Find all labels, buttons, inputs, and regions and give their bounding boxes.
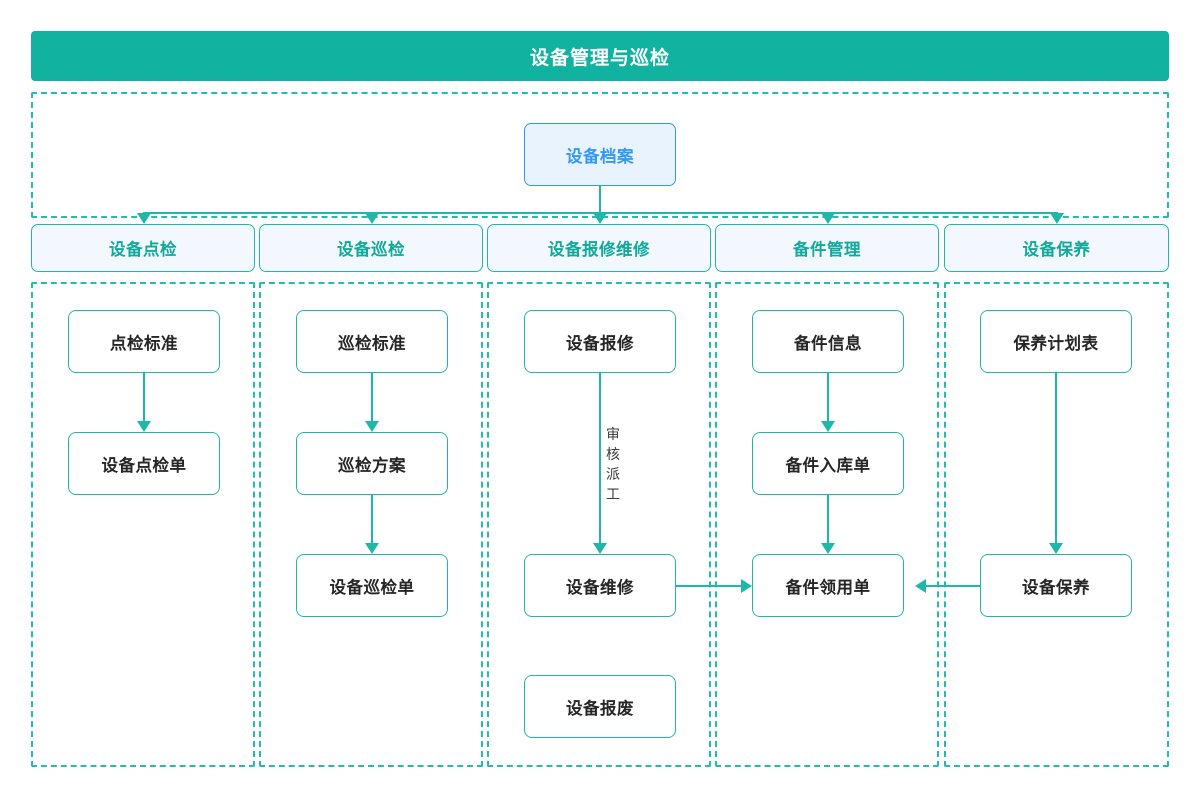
arrowhead-c4-n2 [821,421,835,432]
node-spare-part-requisition[interactable]: 备件领用单 [752,554,904,617]
column-header-label: 设备点检 [109,241,177,259]
column-header-label: 设备保养 [1022,241,1091,259]
node-label: 设备报修 [566,334,634,353]
node-patrol-standard[interactable]: 巡检标准 [296,310,448,373]
arrowhead-c2-n3 [365,543,379,554]
column-header-label: 设备巡检 [337,241,405,259]
arrowhead-c5-n2 [1049,543,1063,554]
arrowhead-requisition-left [741,579,752,593]
column-header-repair[interactable]: 设备报修维修 [487,224,711,272]
arrowhead-c3-n2 [593,543,607,554]
arrowhead-c2-n2 [365,421,379,432]
connector-maintenance-to-requisition [926,585,980,587]
page-title: 设备管理与巡检 [529,47,670,69]
node-label: 保养计划表 [1013,334,1099,353]
column-container-maintenance [944,282,1169,767]
column-container-repair [487,282,711,767]
node-patrol-order[interactable]: 设备巡检单 [296,554,448,617]
column-container-inspection-check [31,282,255,767]
node-label: 备件入库单 [785,456,871,475]
connector-root-stem [599,186,601,213]
node-equipment-repair[interactable]: 设备维修 [524,554,676,617]
connector-c4-n2-n3 [827,495,829,543]
edge-label-review-dispatch: 审 核 派 工 [605,425,621,505]
edge-label-char: 工 [606,485,620,502]
node-label: 点检标准 [110,334,178,353]
arrowhead-col5 [1050,213,1064,224]
edge-label-char: 审 [606,426,620,442]
diagram-title-bar: 设备管理与巡检 [31,31,1169,81]
column-header-inspection-check[interactable]: 设备点检 [31,224,255,272]
connector-c2-n2-n3 [371,495,373,543]
column-container-patrol [259,282,483,767]
column-header-spare-parts[interactable]: 备件管理 [715,224,939,272]
node-label: 巡检标准 [338,334,406,353]
node-check-standard[interactable]: 点检标准 [68,310,220,373]
node-repair-request[interactable]: 设备报修 [524,310,676,373]
column-header-patrol[interactable]: 设备巡检 [259,224,483,272]
connector-c3-n1-n2 [599,373,601,543]
arrowhead-requisition-right [915,579,926,593]
node-label: 设备维修 [566,578,634,597]
edge-label-char: 核 [606,445,620,462]
node-patrol-plan[interactable]: 巡检方案 [296,432,448,495]
node-spare-part-inbound[interactable]: 备件入库单 [752,432,904,495]
connector-c4-n1-n2 [827,373,829,421]
node-label: 备件信息 [794,334,862,353]
arrowhead-col2 [365,213,379,224]
edge-label-char: 派 [606,465,620,482]
node-label: 备件领用单 [785,578,871,597]
node-label: 设备保养 [1022,578,1090,597]
column-container-spare-parts [715,282,939,767]
node-label: 巡检方案 [338,456,406,475]
arrowhead-col4 [821,213,835,224]
column-header-label: 设备报修维修 [548,241,650,259]
arrowhead-col3 [593,213,607,224]
node-label: 设备点检单 [101,456,187,475]
arrowhead-col1 [137,213,151,224]
node-equipment-archive[interactable]: 设备档案 [524,123,676,186]
node-label: 设备档案 [566,147,634,166]
node-check-order[interactable]: 设备点检单 [68,432,220,495]
connector-c2-n1-n2 [371,373,373,421]
column-header-label: 备件管理 [793,241,861,259]
connector-c5-n1-n2 [1055,373,1057,543]
arrowhead-c4-n3 [821,543,835,554]
node-equipment-scrap[interactable]: 设备报废 [524,675,676,738]
node-label: 设备巡检单 [329,578,415,597]
connector-c1-n1-n2 [143,373,145,421]
connector-repair-to-requisition [676,585,741,587]
node-maintenance-plan[interactable]: 保养计划表 [980,310,1132,373]
node-spare-part-info[interactable]: 备件信息 [752,310,904,373]
node-label: 设备报废 [566,699,634,718]
node-equipment-maintenance[interactable]: 设备保养 [980,554,1132,617]
arrowhead-c1-n2 [137,421,151,432]
column-header-maintenance[interactable]: 设备保养 [944,224,1169,272]
